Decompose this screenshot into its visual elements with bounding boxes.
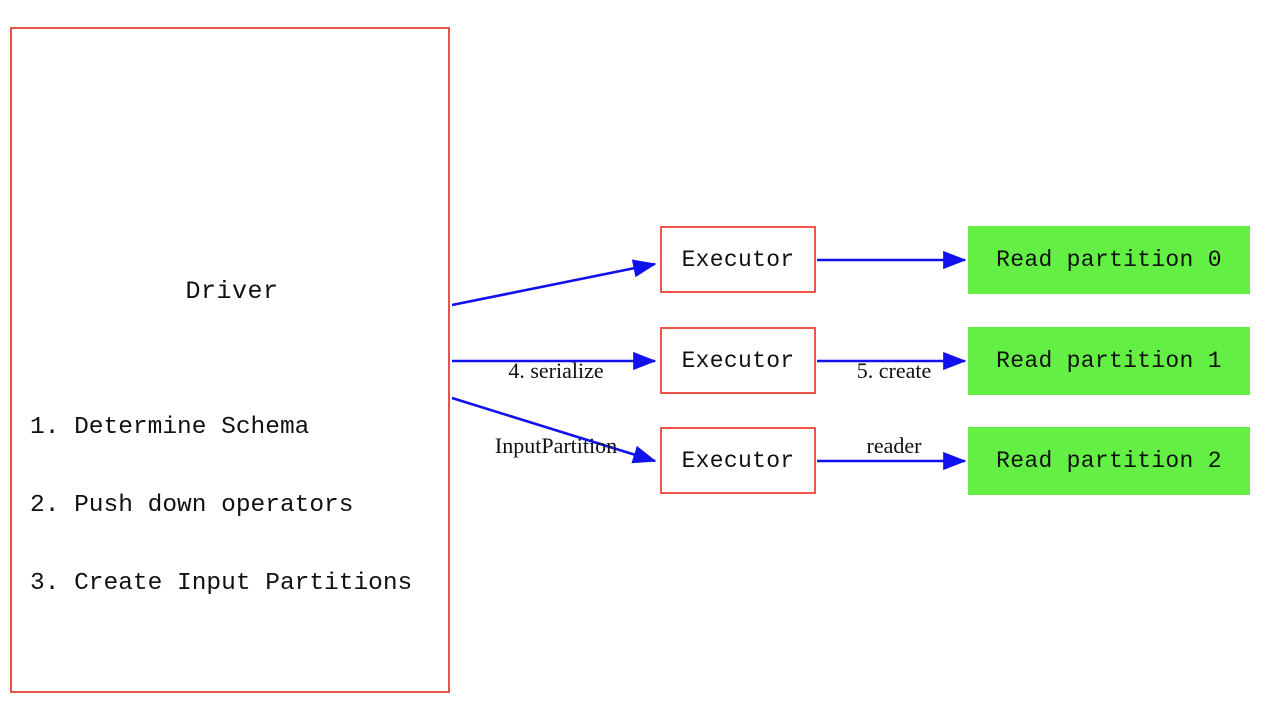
arrow-driver-to-executor-0: [451, 259, 657, 307]
driver-step-1: 1. Determine Schema: [30, 414, 310, 441]
edge-label-serialize-line-2: InputPartition: [494, 433, 618, 458]
partition-box-0: Read partition 0: [968, 226, 1250, 294]
partition-label-0: Read partition 0: [996, 247, 1222, 273]
partition-box-2: Read partition 2: [968, 427, 1250, 495]
partition-label-1: Read partition 1: [996, 348, 1222, 374]
driver-box: Driver 1. Determine Schema 2. Push down …: [10, 27, 450, 693]
edge-label-create-reader: 5. create reader: [820, 308, 968, 508]
executor-box-1: Executor: [660, 327, 816, 394]
partition-label-2: Read partition 2: [996, 448, 1222, 474]
executor-label-1: Executor: [681, 347, 795, 374]
driver-step-3: 3. Create Input Partitions: [30, 570, 413, 597]
executor-box-2: Executor: [660, 427, 816, 494]
edge-label-create-reader-line-2: reader: [866, 433, 922, 458]
edge-label-serialize-inputpartition: 4. serialize InputPartition: [468, 308, 644, 508]
driver-step-2: 2. Push down operators: [30, 492, 354, 519]
executor-box-0: Executor: [660, 226, 816, 293]
executor-label-2: Executor: [681, 447, 795, 474]
edge-label-create-reader-line-1: 5. create: [856, 358, 932, 383]
edge-label-serialize-line-1: 4. serialize: [508, 358, 604, 383]
driver-title: Driver: [185, 277, 279, 306]
executor-label-0: Executor: [681, 246, 795, 273]
partition-box-1: Read partition 1: [968, 327, 1250, 395]
driver-steps-list: 1. Determine Schema 2. Push down operato…: [30, 363, 450, 649]
